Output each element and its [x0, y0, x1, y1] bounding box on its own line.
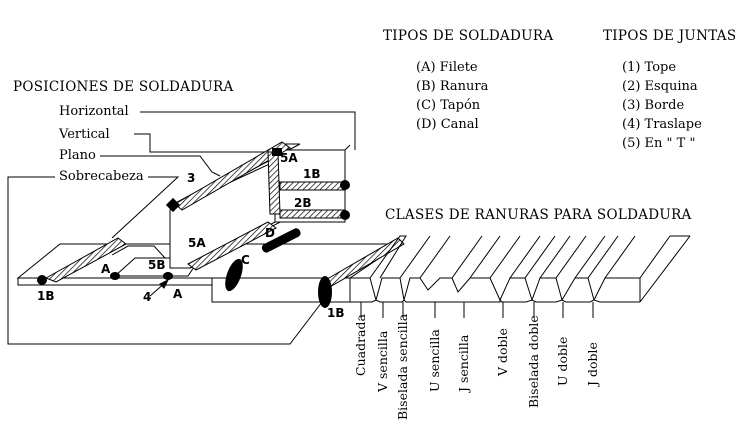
weld-beads	[44, 141, 405, 289]
mark-4: 4	[143, 290, 152, 304]
mark-a-bottom: A	[173, 287, 183, 301]
joint-arrows	[149, 278, 170, 297]
groove-double-bevel: Biselada doble	[526, 315, 541, 408]
joint-type-butt: (1) Tope	[622, 60, 677, 75]
groove-single-j: J sencilla	[456, 334, 471, 392]
mark-2b: 2B	[294, 196, 312, 210]
groove-double-u: U doble	[555, 336, 570, 386]
groove-square: Cuadrada	[353, 314, 368, 376]
mark-5b: 5B	[148, 258, 166, 272]
groove-profiles	[349, 235, 691, 318]
joint-type-edge: (3) Borde	[622, 98, 685, 113]
mark-d: D	[265, 226, 275, 240]
position-overhead: Sobrecabeza	[59, 169, 144, 184]
weld-types-heading: TIPOS DE SOLDADURA	[383, 28, 554, 44]
mark-a-left: A	[101, 262, 111, 276]
joint-type-corner: (2) Esquina	[622, 79, 698, 94]
mark-3: 3	[187, 171, 196, 185]
joint-types-heading: TIPOS DE JUNTAS	[603, 28, 737, 44]
groove-single-bevel: Biselada sencilla	[395, 313, 410, 420]
groove-single-v: V sencilla	[375, 330, 390, 392]
groove-double-v: V doble	[495, 328, 510, 376]
weld-type-plug: (C) Tapón	[416, 98, 481, 113]
positions-heading: POSICIONES DE SOLDADURA	[13, 79, 234, 95]
joint-type-tee: (5) En " T "	[622, 136, 696, 151]
weld-type-groove: (B) Ranura	[416, 79, 489, 94]
weld-type-slot: (D) Canal	[416, 117, 479, 132]
mark-c: C	[241, 253, 250, 267]
joint-type-lap: (4) Traslape	[622, 117, 702, 132]
mark-1b-left: 1B	[37, 289, 55, 303]
mark-1b-right: 1B	[327, 306, 345, 320]
groove-classes-heading: CLASES DE RANURAS PARA SOLDADURA	[385, 207, 692, 223]
position-vertical: Vertical	[59, 127, 110, 142]
position-horizontal: Horizontal	[59, 104, 129, 119]
groove-single-u: U sencilla	[427, 329, 442, 392]
mark-5a-mid: 5A	[188, 236, 206, 250]
weld-type-fillet: (A) Filete	[416, 60, 478, 75]
mark-1b-top: 1B	[303, 167, 321, 181]
mark-5a-top: 5A	[280, 151, 298, 165]
groove-double-j: J doble	[585, 342, 600, 386]
weld-spots	[37, 148, 350, 308]
position-flat: Plano	[59, 148, 96, 163]
